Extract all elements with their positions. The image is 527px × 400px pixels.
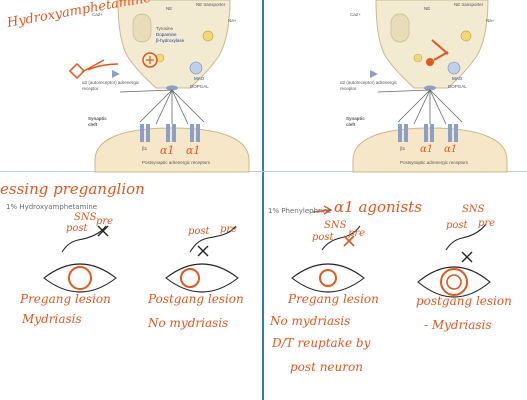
left-postsynaptic-label: Postsynaptic adrenergic receptors	[142, 160, 211, 165]
left-synaptic-cleft-label: Synaptic cleft	[88, 116, 107, 127]
right-presynaptic-terminal	[370, 0, 489, 91]
eye2-post: post	[188, 226, 210, 237]
eye3-caption-1: Pregang lesion	[288, 292, 379, 306]
left-dopgal-label: DOPGAL	[190, 84, 209, 89]
section-divider	[0, 171, 527, 172]
right-na-label: Na+	[486, 18, 495, 23]
eye3-caption-2: No mydriasis	[270, 314, 351, 328]
right-release-arrows	[377, 89, 463, 125]
left-release-arrows	[119, 89, 205, 125]
eye1-caption-2: Mydriasis	[22, 312, 82, 326]
left-postsynaptic-cell	[94, 124, 250, 173]
eye4-caption-1: postgang lesion	[416, 294, 512, 308]
right-alpha2-label: α2 (autoreceptor) adrenergic receptor	[340, 80, 398, 91]
left-presynaptic-terminal	[112, 0, 231, 91]
eye4-pre: pre	[478, 218, 496, 229]
left-a1-handwritten-2: α1	[186, 144, 201, 157]
eye-diagram-2	[165, 225, 239, 293]
left-na-label: Na+	[228, 18, 237, 23]
eye1-pre: pre	[96, 216, 114, 227]
right-notes-heading-suffix: α1 agonists	[334, 198, 422, 216]
phenylephrine-arrow	[312, 205, 333, 215]
right-b1-label: β1	[400, 146, 406, 151]
left-hydroxylase-label: β-hydroxylase	[156, 38, 185, 43]
left-a1-handwritten: α1	[160, 144, 175, 157]
eye3-caption-4: post neuron	[290, 360, 363, 374]
left-mao-label: MAO	[194, 76, 205, 81]
left-notes-subheading: 1% Hydroxyamphetamine	[6, 203, 98, 211]
eye2-caption-2: No mydriasis	[148, 316, 229, 330]
left-alpha2-label: α2 (autoreceptor) adrenergic receptor	[82, 80, 140, 91]
eye4-caption-2: - Mydriasis	[424, 318, 492, 332]
eye3-caption-3: D/T reuptake by	[272, 336, 371, 350]
eye3-post: post	[312, 232, 334, 243]
eye2-pre: pre	[220, 224, 238, 235]
right-a1-label: α1	[420, 144, 434, 155]
eye1-caption-1: Pregang lesion	[20, 292, 111, 306]
eye4-post: post	[446, 220, 468, 231]
left-ca-label: Ca2+	[92, 12, 103, 17]
right-synaptic-cleft-label: Synaptic cleft	[346, 116, 365, 127]
left-tyrosine-label: Tyrosine	[156, 26, 174, 31]
eye3-sns: SNS	[324, 220, 347, 231]
left-dopamine-label: Dopamine	[156, 32, 177, 37]
left-ne-label: NE	[166, 6, 173, 11]
right-notes-heading-prefix: 1% Phenylephrine	[268, 207, 332, 215]
right-reuptake-marking	[426, 39, 449, 66]
eye3-pre: pre	[348, 228, 366, 239]
right-postsynaptic-label: Postsynaptic adrenergic receptors	[400, 160, 469, 165]
left-notes-heading: essing preganglion	[0, 180, 145, 198]
eye-diagram-3	[291, 225, 365, 293]
right-postsynaptic-cell	[352, 124, 508, 173]
eye2-caption-1: Postgang lesion	[148, 292, 244, 306]
right-a1-label-2: α1	[444, 144, 458, 155]
right-ca-label: Ca2+	[350, 12, 361, 17]
right-ne-transporter-label: NE transporter	[454, 2, 484, 7]
left-ne-transporter-label: NE transporter	[196, 2, 226, 7]
right-ne-label: NE	[424, 6, 431, 11]
eye4-sns: SNS	[462, 204, 485, 215]
left-b1-label: β1	[142, 146, 148, 151]
eye-diagram-1	[43, 225, 117, 293]
right-dopgal-label: DOPGAL	[448, 84, 467, 89]
left-alpha2-receptor-markup	[68, 52, 158, 80]
eye1-post: post	[66, 223, 88, 234]
right-mao-label: MAO	[452, 76, 463, 81]
eye-diagram-4	[417, 223, 491, 298]
center-divider	[262, 0, 264, 400]
eye1-sns: SNS	[74, 212, 97, 223]
